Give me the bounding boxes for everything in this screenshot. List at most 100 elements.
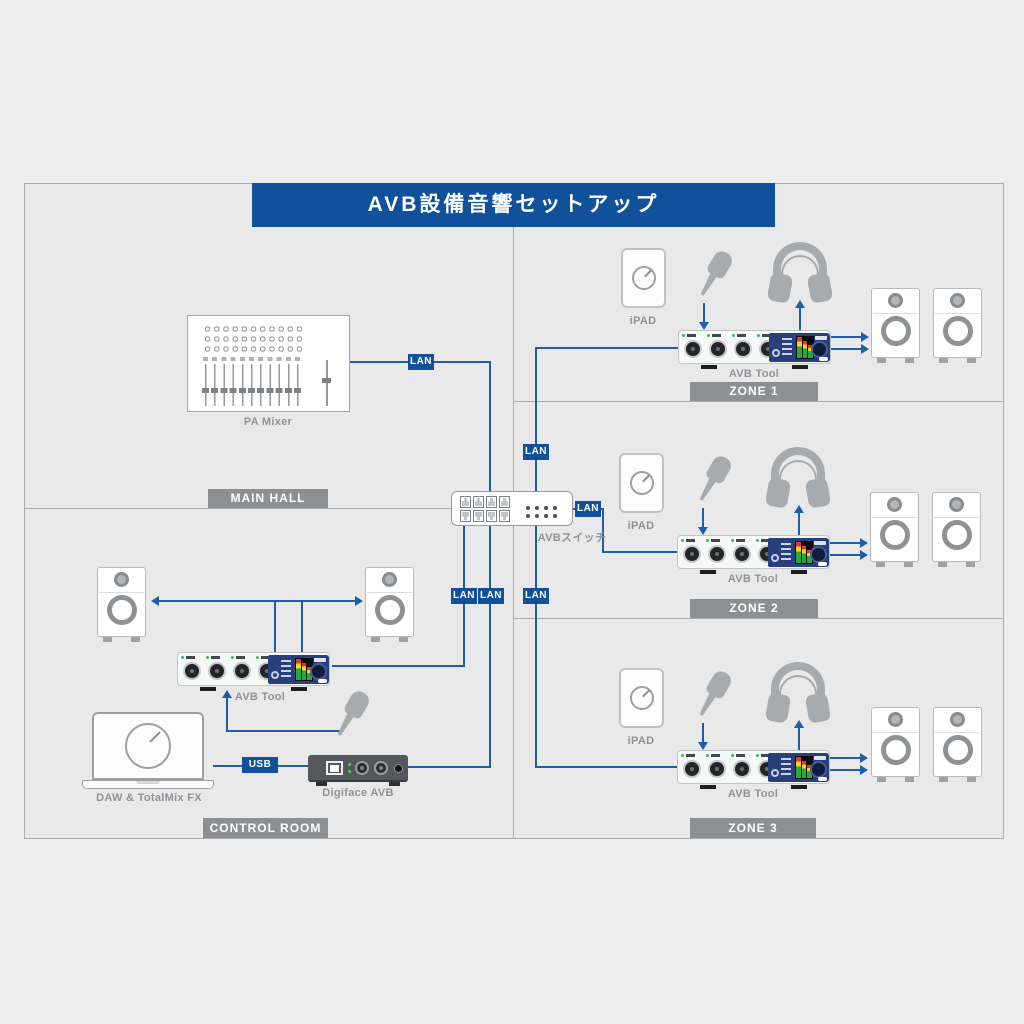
panel-button [819,357,828,361]
speaker-foot [905,358,914,363]
meter-bar [796,542,801,563]
rj45-port [460,496,471,508]
panel-button [818,562,827,566]
daw-label: DAW & TotalMix FX [96,792,202,804]
headphone-jack [771,769,779,777]
microphone-handle [697,691,718,718]
speaker-foot [939,777,948,782]
rj45-port [486,510,497,522]
input-led [731,754,734,757]
zone3-spk-arrow2 [860,765,868,775]
panel-line [281,665,291,667]
panel-line [281,675,291,677]
rj45-port [460,510,471,522]
switch-led [553,506,557,510]
panel-line [781,758,791,760]
headphone-cup [804,477,832,509]
volume-knob [810,761,827,778]
digiface-led [348,770,351,773]
speaker-foot [876,562,885,567]
zone1-hp-arrow-line [799,307,801,331]
tool-foot [791,570,807,574]
headphone-band [771,447,825,481]
section-bar-main-hall: MAIN HALL [208,489,328,508]
divider-zone2-zone3 [513,618,1003,619]
zone3-spk-arrow1 [860,753,868,763]
panel-line [781,543,791,545]
line-pamixer-down [489,361,491,491]
avb-tool-label: AVB Tool [234,691,286,703]
speaker-foot [967,777,976,782]
speaker [932,492,981,567]
input-tag [711,754,720,757]
bnc-connector [374,761,388,775]
digiface-label: Digiface AVB [322,787,394,799]
avb-tool-label: AVB Tool [728,368,780,380]
speaker-foot [371,637,380,642]
headphone-cup [806,272,834,304]
input-tag [686,539,695,542]
digiface-foot [316,782,327,786]
pa-mixer-fader-tracks [205,364,306,406]
input-tag [687,334,696,337]
input-led [756,754,759,757]
woofer [374,595,405,625]
pa-mixer-buttons [203,357,304,361]
pa-mixer-knobs [203,324,304,354]
speaker-foot [904,562,913,567]
digiface-avb [308,755,408,786]
xlr-input [734,340,752,358]
level-meter [295,658,313,681]
line-switch-up-zone1 [535,347,537,491]
lan-badge-digiface: LAN [478,588,504,604]
meter-bar [301,663,307,680]
meter-bar [807,550,813,563]
headphone-cup [766,272,794,304]
line-crtool-up-left [274,601,276,652]
section-bar-zone2: ZONE 2 [690,599,818,618]
meter-bar [797,337,802,358]
input-led [757,334,760,337]
panel-line [782,338,792,340]
woofer [942,735,973,765]
digiface-jack [394,764,403,773]
line-cr-speakers [159,600,356,602]
input-led [706,539,709,542]
switch-led [526,506,530,510]
input-led [706,754,709,757]
zone2-hp-arrowhead [794,505,804,513]
input-tag [761,539,770,542]
woofer [880,735,911,765]
xlr-input [733,545,751,563]
switch-led [553,514,557,518]
headphones [766,242,834,304]
xlr-input [684,340,702,358]
speaker-seam [99,592,144,593]
xlr-input [709,340,727,358]
input-tag [761,754,770,757]
divider-zone1-zone2 [513,401,1003,402]
zone1-hp-arrowhead [795,300,805,308]
xlr-input [683,545,701,563]
speaker-seam [872,517,917,518]
pa-mixer [187,315,350,412]
headphone-wire [779,460,817,488]
tool-front-panel [768,753,829,782]
speaker [365,567,414,642]
level-meter [795,541,813,564]
input-tag [736,539,745,542]
line-cr-mic [226,730,342,732]
speaker-foot [131,637,140,642]
meter-bar [801,761,807,778]
input-tag [236,656,245,659]
diagram-title: AVB設備音響セットアップ [252,183,775,227]
volume-knob [811,341,828,358]
woofer [942,316,973,346]
tool-front-panel [268,655,329,684]
microphone-handle [335,711,356,738]
avb-tool-controlroom [177,652,330,691]
speaker-seam [934,517,979,518]
line-zone2-feed [602,551,677,553]
headphone-wire [779,675,817,703]
meter-bar [802,341,808,358]
